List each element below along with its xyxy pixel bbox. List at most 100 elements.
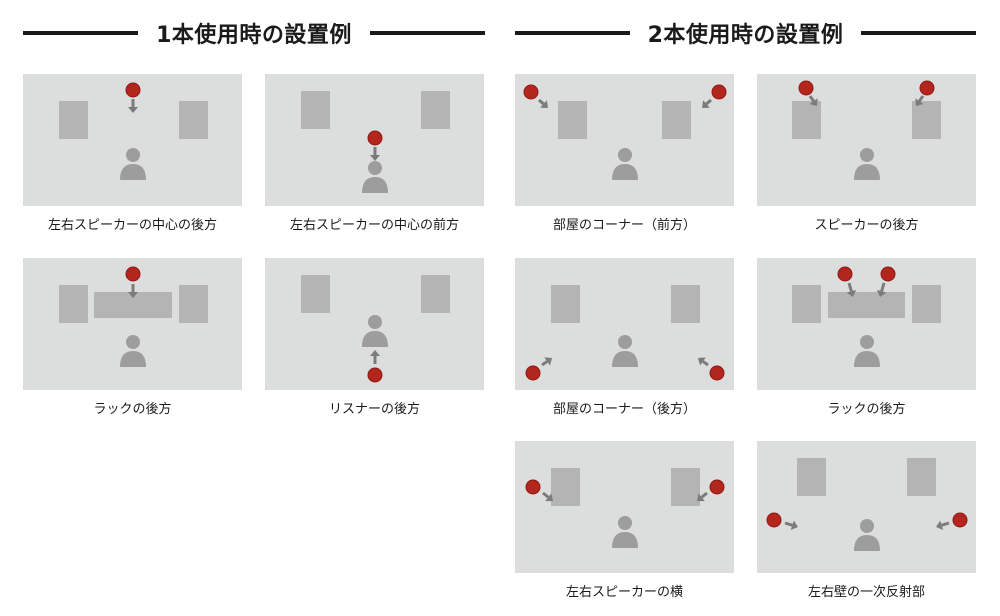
placement-dot-icon [880,266,896,282]
room-diagram [515,74,734,206]
card-caption: 左右スピーカーの中心の後方 [47,218,217,233]
arrow-icon [808,95,818,106]
placement-dot-icon [523,84,539,100]
example-card: 部屋のコーナー（後方） [515,258,734,417]
arrow-icon [370,147,380,161]
card-caption: 左右スピーカーの中心の前方 [289,218,459,233]
rack-icon [828,292,905,318]
example-card: ラックの後方 [757,258,976,417]
speaker-icon [551,285,580,323]
room-diagram [23,258,242,390]
room-floor [757,258,976,390]
arrow-icon [128,284,138,298]
placement-dot-icon [367,367,383,383]
arrow-icon [702,98,712,108]
room-floor [515,441,734,573]
room-diagram [515,441,734,573]
arrow-icon [784,520,798,531]
speaker-icon [907,458,936,496]
section-header-single: 1本使用時の設置例 [23,18,485,48]
card-caption: 左右壁の一次反射部 [807,585,925,600]
listener-icon [854,335,880,367]
listener-icon [854,519,880,551]
example-card: 左右スピーカーの中心の前方 [265,74,484,233]
placement-dot-icon [798,80,814,96]
room-diagram [515,258,734,390]
example-card: 左右スピーカーの横 [515,441,734,600]
speaker-icon [558,101,587,139]
room-diagram [757,74,976,206]
room-diagram [265,258,484,390]
speaker-icon [421,275,450,313]
example-card: 左右壁の一次反射部 [757,441,976,600]
room-diagram [23,74,242,206]
card-caption: リスナーの後方 [328,402,420,417]
listener-icon [362,161,388,193]
speaker-icon [301,275,330,313]
arrow-icon [915,95,925,106]
arrow-icon [876,282,887,297]
speaker-icon [671,468,700,506]
room-floor [515,258,734,390]
placement-dot-icon [525,479,541,495]
listener-icon [362,315,388,347]
card-caption: ラックの後方 [827,402,906,417]
arrow-icon [128,99,138,113]
placement-dot-icon [125,82,141,98]
arrow-icon [698,357,709,367]
room-floor [515,74,734,206]
example-card: 左右スピーカーの中心の後方 [23,74,242,233]
arrow-icon [846,282,857,297]
room-diagram [757,441,976,573]
speaker-icon [792,101,821,139]
speaker-icon [59,101,88,139]
arrow-icon [936,520,950,531]
listener-icon [854,148,880,180]
room-diagram [757,258,976,390]
arrow-icon [541,357,552,367]
placement-dot-icon [125,266,141,282]
speaker-icon [301,91,330,129]
card-caption: ラックの後方 [93,402,172,417]
room-diagram [265,74,484,206]
arrow-icon [542,491,553,502]
speaker-icon [179,101,208,139]
speaker-icon [797,458,826,496]
section-title: 1本使用時の設置例 [156,23,352,48]
speaker-icon [551,468,580,506]
placement-dot-icon [766,512,782,528]
placement-dot-icon [525,365,541,381]
listener-icon [612,516,638,548]
card-caption: 部屋のコーナー（後方） [552,402,696,417]
placement-dot-icon [952,512,968,528]
placement-dot-icon [367,130,383,146]
example-card: 部屋のコーナー（前方） [515,74,734,233]
listener-icon [120,335,146,367]
placement-dot-icon [837,266,853,282]
listener-icon [120,148,146,180]
speaker-icon [912,101,941,139]
placement-dot-icon [711,84,727,100]
header-rule-right [861,31,976,35]
header-rule-right [369,31,485,35]
card-caption: 左右スピーカーの横 [565,585,683,600]
speaker-icon [792,285,821,323]
speaker-icon [179,285,208,323]
speaker-icon [421,91,450,129]
example-card: スピーカーの後方 [757,74,976,233]
room-floor [757,441,976,573]
speaker-icon [671,285,700,323]
header-rule-left [515,31,630,35]
arrow-icon [370,350,380,364]
listener-icon [612,335,638,367]
card-caption: 部屋のコーナー（前方） [552,218,696,233]
listener-icon [612,148,638,180]
room-floor [757,74,976,206]
arrow-icon [697,491,708,502]
placement-dot-icon [709,479,725,495]
placement-dot-icon [709,365,725,381]
arrow-icon [538,98,548,108]
placement-dot-icon [919,80,935,96]
example-card: リスナーの後方 [265,258,484,417]
speaker-icon [662,101,691,139]
